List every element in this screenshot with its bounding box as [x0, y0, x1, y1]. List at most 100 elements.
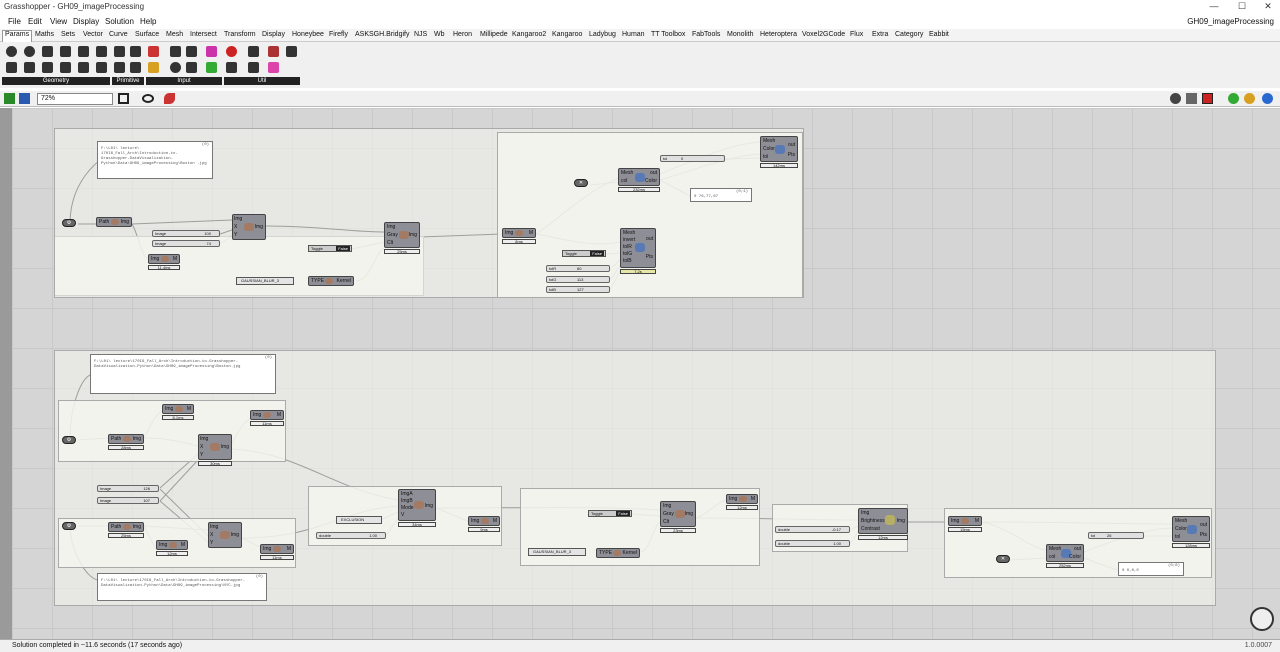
plane-param-icon[interactable]: [78, 62, 89, 73]
tab-heron[interactable]: Heron: [453, 31, 473, 38]
kernel-type-dropdown-2[interactable]: GAUSSIAN_BLUR_3: [528, 548, 586, 556]
tab-voxel2gcode[interactable]: Voxel2GCode: [802, 31, 846, 38]
text-param-icon[interactable]: [130, 62, 141, 73]
menu-view[interactable]: View: [50, 17, 68, 26]
gear-icon[interactable]: [286, 46, 297, 57]
tab-extra[interactable]: Extra: [872, 31, 889, 38]
wireframe-preview-icon[interactable]: [1186, 93, 1197, 104]
menu-file[interactable]: File: [8, 17, 21, 26]
tab-surface[interactable]: Surface: [135, 31, 160, 38]
tab-maths[interactable]: Maths: [35, 31, 55, 38]
color-output-panel[interactable]: (0;1) 0 76,77,67: [690, 188, 752, 202]
zoom-dropdown[interactable]: 72%: [37, 93, 113, 105]
tab-njs[interactable]: NJS: [414, 31, 428, 38]
tab-sets[interactable]: Sets: [61, 31, 76, 38]
no-preview-icon[interactable]: [1170, 93, 1181, 104]
tab-human[interactable]: Human: [622, 31, 645, 38]
paint-brush-icon[interactable]: [164, 93, 175, 104]
circle-param-icon[interactable]: [24, 46, 35, 57]
tab-intersect[interactable]: Intersect: [190, 31, 217, 38]
tab-heteroptera[interactable]: Heteroptera: [760, 31, 797, 38]
mesh-param-icon[interactable]: [60, 62, 71, 73]
preview-eye-icon[interactable]: [142, 94, 154, 103]
menu-solution[interactable]: Solution: [105, 17, 134, 26]
tab-curve[interactable]: Curve: [109, 31, 128, 38]
minimize-button[interactable]: —: [1209, 1, 1219, 11]
tab-transform[interactable]: Transform: [224, 31, 256, 38]
canvas-navigation-compass[interactable]: [1250, 607, 1274, 631]
open-file-icon[interactable]: [4, 93, 15, 104]
relay-icon[interactable]: [268, 46, 279, 57]
tab-honeybee[interactable]: Honeybee: [292, 31, 324, 38]
tab-vector[interactable]: Vector: [83, 31, 103, 38]
tab-kangaroo[interactable]: Kangaroo: [552, 31, 583, 38]
curve-param-icon[interactable]: [96, 46, 107, 57]
tab-eabbit[interactable]: Eabbit: [929, 31, 949, 38]
file-path-param-2[interactable]: ⚙: [62, 436, 76, 444]
blend-mode-dropdown[interactable]: EXCLUSION: [336, 516, 382, 524]
field-param-icon[interactable]: [6, 62, 17, 73]
tab-params[interactable]: Params: [2, 30, 33, 42]
tab-firefly[interactable]: Firefly: [329, 31, 349, 38]
toggle-input-icon[interactable]: [170, 46, 181, 57]
tab-display[interactable]: Display: [262, 31, 285, 38]
colour-swatch-icon[interactable]: [206, 62, 217, 73]
brightness-slider[interactable]: double-0.17: [775, 526, 850, 533]
selected-only-icon[interactable]: [1228, 93, 1239, 104]
button-input-icon[interactable]: [170, 62, 181, 73]
slider-input-icon[interactable]: [186, 46, 197, 57]
flask-icon[interactable]: [268, 62, 279, 73]
tab-ladybug[interactable]: Ladybug: [589, 31, 616, 38]
file-path-panel[interactable]: (0) F:\L01\ lecture\ 170I6_Fall_Arch\Int…: [97, 141, 213, 179]
integer-param-icon[interactable]: [114, 62, 125, 73]
brep-param-icon[interactable]: [78, 46, 89, 57]
file-path-param[interactable]: ⚙: [62, 219, 76, 227]
shaded-preview-icon[interactable]: [1202, 93, 1213, 104]
menu-help[interactable]: Help: [140, 17, 157, 26]
tab-wb[interactable]: Wb: [434, 31, 445, 38]
data-dam-icon[interactable]: [248, 62, 259, 73]
zoom-extents-icon[interactable]: [118, 93, 129, 104]
file-path-panel-3[interactable]: (0) F:\L01\ lecture\170I6_Fall_Arch\Intr…: [97, 573, 267, 601]
kernel-type-dropdown[interactable]: GAUSSIAN_BLUR_3: [236, 277, 294, 285]
tab-tt-toolbox[interactable]: TT Toolbox: [651, 31, 686, 38]
tab-asksgh-bridgify[interactable]: ASKSGH.Bridgify: [355, 31, 410, 38]
boolean-param-icon[interactable]: [114, 46, 125, 57]
arc-param-icon[interactable]: [42, 46, 53, 57]
file-path-param-3[interactable]: ⚙: [62, 522, 76, 530]
mesh-quality-icon[interactable]: [1244, 93, 1255, 104]
graph-input-icon[interactable]: [148, 62, 159, 73]
surface-param-icon[interactable]: [96, 62, 107, 73]
close-button[interactable]: ✕: [1264, 1, 1272, 11]
menu-edit[interactable]: Edit: [28, 17, 42, 26]
color-output-panel-2[interactable]: (0;0) 0 0,0,0: [1118, 562, 1184, 576]
